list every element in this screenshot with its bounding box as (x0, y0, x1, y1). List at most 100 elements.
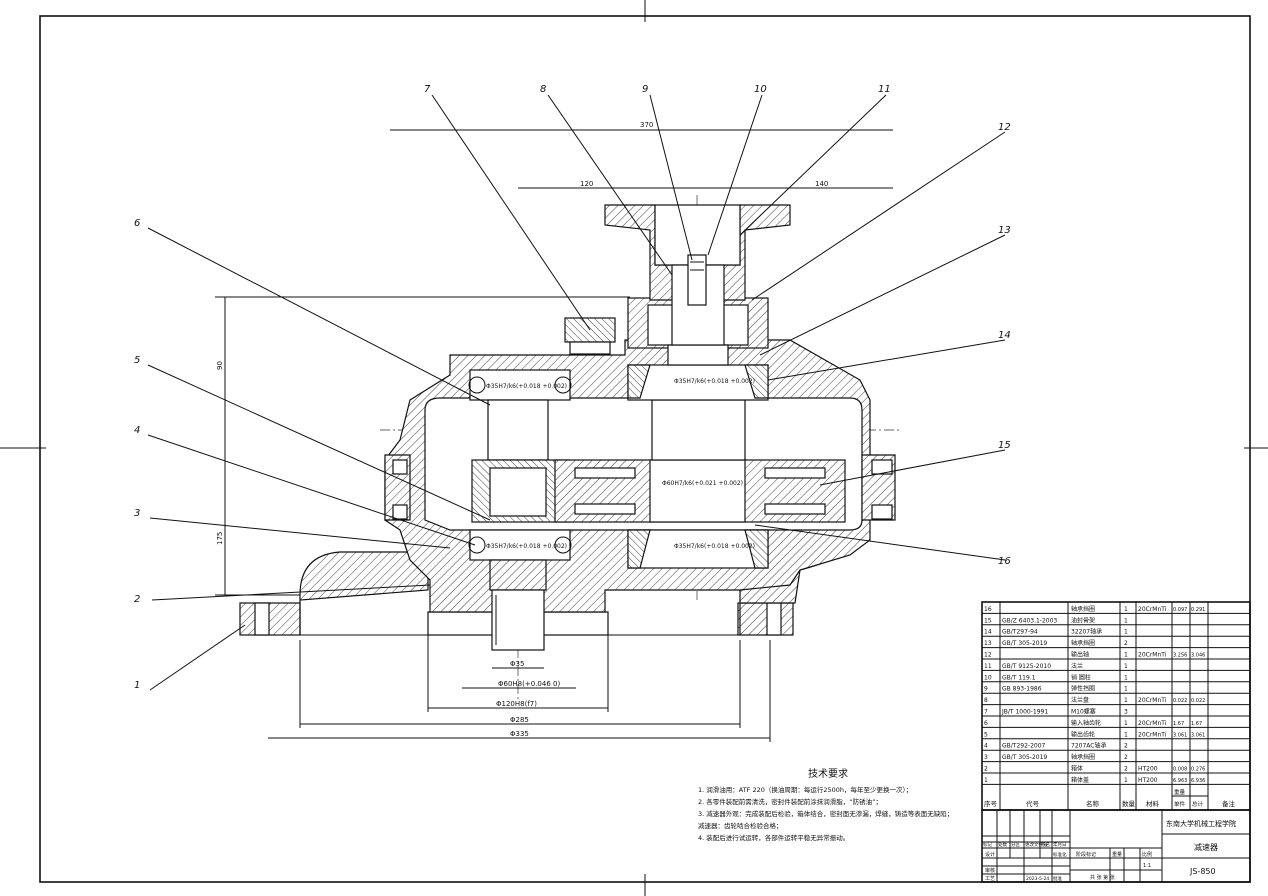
bom-cell-w1: 0.022 (1173, 698, 1187, 704)
callout-11: 11 (878, 84, 891, 95)
bom-cell-no: 1 (984, 777, 988, 784)
bom-cell-name: 7207AC轴承 (1071, 742, 1106, 750)
bom-header-note: 备注 (1222, 799, 1236, 808)
callout-12: 12 (998, 122, 1011, 133)
bom-cell-code: JB/T 1000-1991 (1001, 709, 1048, 716)
callout-2: 2 (134, 594, 140, 605)
dimension-lines: 370 120 140 90 175 Φ35 Φ60H8(+0.046 0) Φ… (215, 121, 893, 742)
bom-cell-name: 输出轴 (1071, 651, 1089, 659)
tech-req-1: 1. 润滑油用：ATF 220（换油周期：每运行2500h，每年至少更换一次）； (698, 785, 912, 794)
bom-cell-no: 8 (984, 697, 988, 704)
tech-req-2: 2. 各零件装配前需清洗，密封件装配前涂抹润滑脂，“防锈油”； (698, 797, 882, 806)
bom-cell-qty: 2 (1124, 640, 1128, 647)
tb-zone: 分区 (1011, 841, 1020, 848)
bom-cell-code: GB 893-1986 (1002, 686, 1042, 693)
bom-cell-no: 4 (984, 743, 988, 750)
tb-date-value: 2023-5-24 (1026, 876, 1049, 882)
bom-cell-code: GB/T 9125-2010 (1002, 663, 1051, 670)
bom-header-mat: 材料 (1146, 799, 1160, 808)
tb-std: 标准化 (1053, 851, 1067, 858)
tb-mass: 重量 (1112, 851, 1122, 858)
dim-height-total: 175 (216, 532, 224, 545)
dim-flange-fit: Φ120H8(f7) (496, 700, 537, 708)
tb-name: 减速器 (1194, 842, 1218, 852)
bom-cell-mat: 20CrMnTi (1138, 731, 1167, 738)
bom-header-row: 序号 代号 名称 数量 材料 重量 单件 总计 备注 (984, 788, 1236, 808)
tech-req-4: 减速器：齿轮啮合检验合格； (698, 821, 783, 830)
callout-8: 8 (540, 84, 546, 95)
bom-cell-qty: 2 (1124, 766, 1128, 773)
bom-cell-qty: 2 (1124, 754, 1128, 761)
title-block: 标记 处数 分区 更改文件号 签名 年月日 设计 标准化 审核 工艺 批准 20… (981, 809, 1251, 883)
tb-scale: 1:1 (1143, 863, 1151, 869)
bom-cell-name: 箱体盖 (1071, 776, 1089, 784)
bom-cell-name: 弹性挡圈 (1071, 685, 1095, 693)
bom-header-w2: 总计 (1192, 800, 1204, 808)
callout-numbers: 1 2 3 4 5 6 7 8 9 10 11 12 13 14 15 16 (134, 84, 1011, 691)
bom-cell-no: 14 (984, 629, 992, 636)
callout-3: 3 (134, 508, 140, 519)
bom-cell-w2: 0.291 (1191, 607, 1205, 613)
dim-top-right: 140 (815, 180, 828, 188)
dim-top-long: 370 (640, 121, 653, 129)
bom-cell-no: 5 (984, 731, 988, 738)
callout-6: 6 (134, 218, 140, 229)
bom-cell-no: 12 (984, 652, 992, 659)
bom-cell-w1: 0.008 (1173, 767, 1187, 773)
bom-cell-w1: 0.097 (1173, 607, 1187, 613)
bom-cell-mat: HT200 (1138, 777, 1158, 784)
bom-header-no: 序号 (984, 799, 998, 808)
bom-cell-qty: 1 (1124, 606, 1128, 613)
technical-requirements: 技术要求 1. 润滑油用：ATF 220（换油周期：每运行2500h，每年至少更… (698, 767, 953, 842)
bom-cell-name: 32207轴承 (1071, 628, 1102, 636)
bom-cell-qty: 3 (1124, 709, 1128, 716)
tb-date: 年月日 (1053, 841, 1067, 848)
bom-cell-mat: 20CrMnTi (1138, 606, 1167, 613)
bom-cell-qty: 1 (1124, 674, 1128, 681)
bom-cell-qty: 1 (1124, 777, 1128, 784)
bom-cell-w1: 1.67 (1173, 721, 1184, 727)
tb-scale-label: 比例 (1142, 851, 1152, 858)
bom-cell-w2: 3.061 (1191, 732, 1205, 738)
tb-stage: 阶段标记 (1076, 851, 1096, 858)
fit-bearing-right-lower: Φ35H7/k6(+0.018 +0.002) (674, 543, 755, 550)
callout-4: 4 (134, 425, 140, 436)
dim-height-left: 90 (216, 361, 224, 370)
fit-annotations: Φ35H7/k6(+0.018 +0.002) Φ35H7/k6(+0.018 … (486, 378, 755, 550)
bom-cell-qty: 1 (1124, 731, 1128, 738)
bom-header-name: 名称 (1086, 799, 1100, 808)
bom-cell-no: 15 (984, 617, 992, 624)
tb-sign: 签名 (1041, 841, 1050, 848)
bom-cell-qty: 1 (1124, 697, 1128, 704)
bom-cell-no: 13 (984, 640, 992, 647)
callout-5: 5 (134, 355, 140, 366)
dim-bore: Φ35 (510, 660, 524, 668)
bom-cell-w1: 6.963 (1173, 778, 1187, 784)
tech-req-5: 4. 装配后进行试运转，各部件运转平稳无异常振动。 (698, 833, 849, 842)
fit-gear-mid: Φ60H7/k6(+0.021 +0.002) (662, 480, 743, 487)
callout-1: 1 (134, 680, 140, 691)
bom-cell-mat: 20CrMnTi (1138, 652, 1167, 659)
bom-cell-name: M10螺塞 (1071, 708, 1096, 716)
bom-cell-no: 11 (984, 663, 992, 670)
bom-cell-qty: 2 (1124, 743, 1128, 750)
output-gear (554, 344, 846, 569)
bom-cell-w1: 3.061 (1173, 732, 1187, 738)
tb-count: 处数 (998, 841, 1007, 848)
tech-req-3: 3. 减速器外观：完成装配后检验，箱体结合，密封面无渗漏，焊缝，铸造等表面无缺陷… (698, 809, 953, 818)
bom-cell-w1: 3.256 (1173, 653, 1187, 659)
bom-cell-name: 箱体 (1071, 765, 1083, 773)
bom-cell-no: 6 (984, 720, 988, 727)
bom-cell-name: 轴承挡圈 (1071, 639, 1095, 647)
tb-approve: 批准 (1053, 875, 1062, 882)
tb-drawing-no: JS-850 (1189, 867, 1216, 876)
bom-cell-qty: 1 (1124, 720, 1128, 727)
bom-cell-qty: 1 (1124, 629, 1128, 636)
bom-cell-no: 2 (984, 766, 988, 773)
bom-cell-name: 法兰 (1071, 662, 1083, 670)
callout-16: 16 (998, 556, 1011, 567)
bom-cell-code: GB/Z 6403.1-2003 (1002, 617, 1057, 624)
